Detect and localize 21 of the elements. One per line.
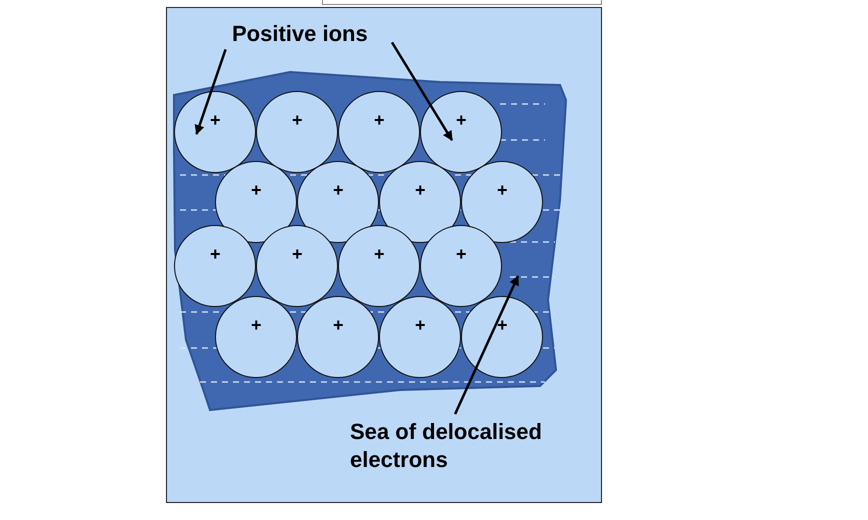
plus-sign: + xyxy=(456,111,467,129)
plus-sign: + xyxy=(374,245,385,263)
plus-sign: + xyxy=(497,181,508,199)
plus-sign: + xyxy=(456,245,467,263)
plus-sign: + xyxy=(415,316,426,334)
plus-sign: + xyxy=(333,181,344,199)
plus-sign: + xyxy=(251,316,262,334)
leader-arrow xyxy=(454,275,520,415)
callout-text: Positive ions xyxy=(232,20,392,48)
plus-sign: + xyxy=(292,245,303,263)
plus-sign: + xyxy=(497,316,508,334)
plus-sign: + xyxy=(251,181,262,199)
plus-sign: + xyxy=(415,181,426,199)
callout-text: Sea of delocalised electrons xyxy=(350,418,580,474)
leader-arrow xyxy=(390,42,454,142)
plus-sign: + xyxy=(210,111,221,129)
leader-arrow xyxy=(194,49,227,135)
plus-sign: + xyxy=(292,111,303,129)
plus-sign: + xyxy=(210,245,221,263)
plus-sign: + xyxy=(374,111,385,129)
plus-sign: + xyxy=(333,316,344,334)
